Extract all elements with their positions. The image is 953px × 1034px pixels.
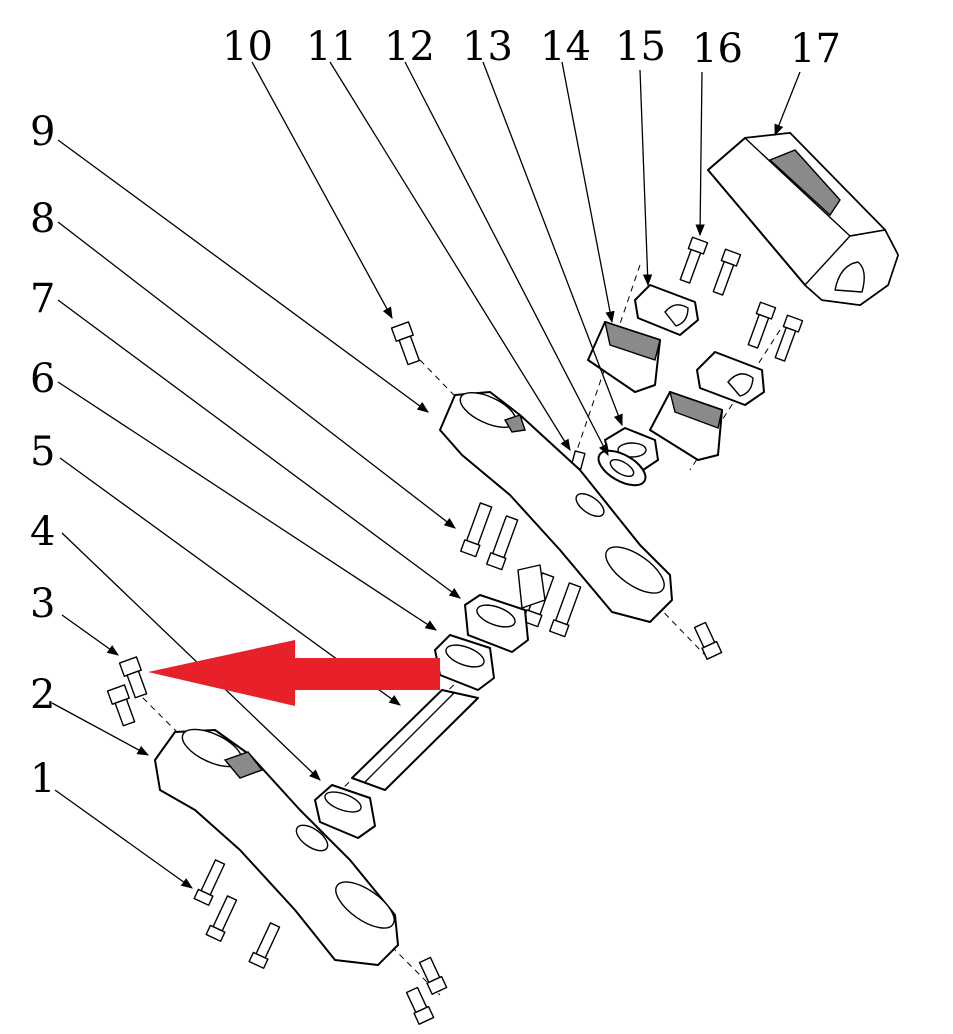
callout-8: 8 (30, 196, 55, 242)
part-10-top-bolt (390, 321, 421, 366)
leader-2 (51, 702, 150, 756)
callout-15: 15 (615, 24, 666, 70)
part-1-pinch-bolts (193, 859, 448, 1025)
part-6-race-ring (434, 634, 495, 691)
part-13-stem-nut (604, 427, 659, 473)
leader-3 (61, 614, 119, 656)
leader-11 (329, 61, 571, 451)
highlight-arrow (148, 640, 440, 706)
leader-4 (61, 532, 321, 781)
callout-16: 16 (692, 26, 743, 72)
part-9-upper-triple-clamp (439, 391, 673, 623)
assembly-axes (134, 264, 781, 996)
leader-1 (54, 789, 193, 889)
leader-13 (482, 61, 623, 427)
callout-11: 11 (306, 24, 357, 70)
callout-5: 5 (30, 429, 55, 475)
leader-14 (561, 61, 615, 324)
leader-16 (695, 71, 705, 237)
part-4-lower-bearing (314, 784, 376, 839)
leader-7 (57, 299, 461, 599)
part-7-upper-bearing (464, 564, 546, 653)
part-2-lower-triple-clamp (154, 728, 399, 966)
callout-9: 9 (30, 109, 55, 155)
part-12-washer (597, 449, 647, 487)
callout-17: 17 (790, 26, 841, 72)
callout-14: 14 (540, 24, 591, 70)
part-5-steering-stem (351, 689, 479, 791)
callout-10: 10 (222, 24, 273, 70)
leader-15 (639, 69, 653, 287)
callout-labels: 1 2 3 4 5 6 7 8 9 10 11 12 13 14 15 16 1… (30, 24, 841, 802)
callout-6: 6 (30, 356, 55, 402)
callout-13: 13 (462, 24, 513, 70)
callout-2: 2 (30, 672, 55, 718)
callout-3: 3 (30, 581, 55, 627)
part-16-clamp-bolts (679, 236, 804, 362)
leader-10 (251, 61, 393, 320)
callout-7: 7 (30, 276, 55, 322)
leader-8 (57, 221, 456, 529)
leader-9 (57, 139, 429, 413)
leader-6 (57, 381, 437, 631)
leader-17 (774, 71, 801, 137)
part-14-lower-bar-clamps (587, 320, 723, 461)
part-17-handlebar-cover (707, 132, 899, 306)
callout-1: 1 (30, 756, 55, 802)
leader-12 (404, 61, 609, 457)
part-3-bolts (106, 656, 148, 727)
callout-4: 4 (30, 509, 55, 555)
callout-12: 12 (384, 24, 435, 70)
